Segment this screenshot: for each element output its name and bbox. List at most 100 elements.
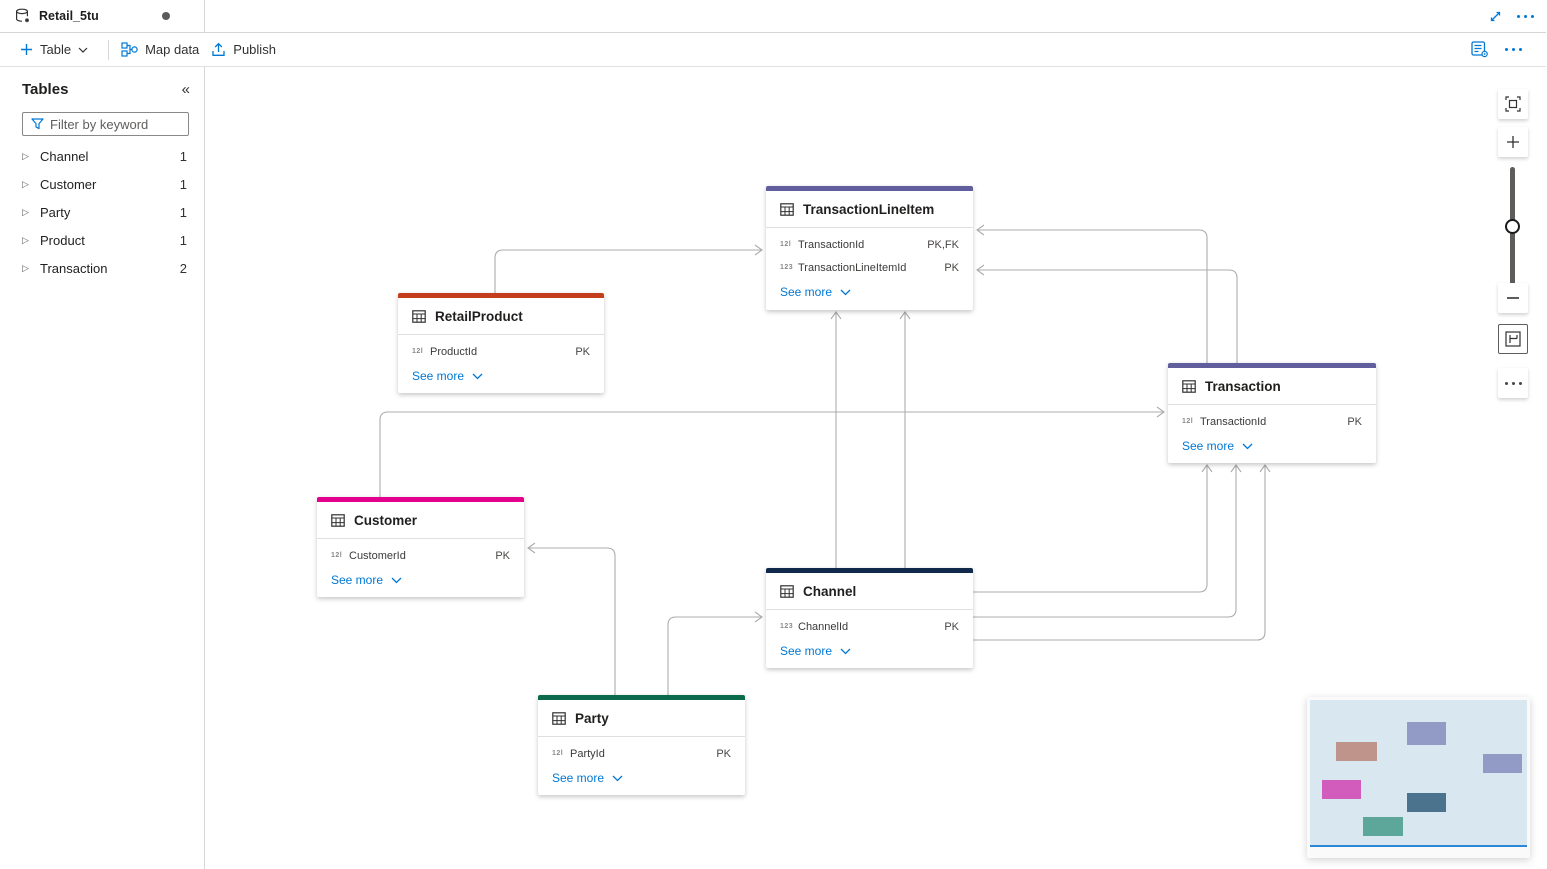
filter-input[interactable] (50, 116, 180, 132)
more-icon (1504, 381, 1522, 385)
relationship-transaction-to-transactionlineitem[interactable] (976, 264, 1238, 363)
zoom-in-button[interactable] (1498, 127, 1528, 157)
entity-retailproduct[interactable]: RetailProduct 12l ProductId PK See more (398, 293, 604, 393)
relationship-retailproduct-to-transactionlineitem[interactable] (494, 244, 763, 293)
chevron-down-icon (391, 577, 402, 583)
tab-strip: Retail_5tu (0, 0, 1546, 33)
field-row[interactable]: 12l TransactionId PK,FK (766, 233, 973, 256)
table-grid-icon (780, 584, 794, 598)
see-more-link[interactable]: See more (317, 567, 524, 587)
tab-retail-5tu[interactable]: Retail_5tu (0, 0, 205, 32)
field-key-badge: PK (716, 747, 731, 760)
entity-transactionlineitem[interactable]: TransactionLineItem 12l TransactionId PK… (766, 186, 973, 310)
table-grid-icon (412, 309, 426, 323)
see-more-link[interactable]: See more (538, 765, 745, 785)
field-name: ProductId (430, 345, 478, 358)
tables-sidebar: Tables « ▷ Channel 1 ▷ Customer 1 ▷ Part… (0, 67, 205, 869)
fit-to-screen-button[interactable] (1498, 89, 1528, 119)
minimap-toggle-button[interactable] (1498, 324, 1528, 354)
entity-customer[interactable]: Customer 12l CustomerId PK See more (317, 497, 524, 597)
relationship-channel-to-transactionlineitem[interactable] (830, 311, 842, 568)
relationship-channel-to-transaction[interactable] (973, 464, 1242, 618)
entity-title: RetailProduct (435, 308, 523, 324)
sidebar-item-party[interactable]: ▷ Party 1 (0, 198, 204, 226)
plus-icon (21, 44, 32, 55)
field-row[interactable]: 123 ChannelId PK (766, 615, 973, 638)
field-key-badge: PK (944, 261, 959, 274)
expand-chevron-icon[interactable]: ▷ (22, 178, 29, 189)
tab-more-icon[interactable] (1517, 14, 1534, 18)
relationship-customer-to-transaction[interactable] (379, 406, 1165, 497)
see-more-link[interactable]: See more (398, 363, 604, 383)
field-row[interactable]: 12l ProductId PK (398, 340, 604, 363)
toolbar-separator (108, 39, 110, 60)
relationship-channel-to-transaction[interactable] (973, 464, 1271, 641)
table-name: Channel (40, 148, 89, 164)
field-row[interactable]: 123 TransactionLineItemId PK (766, 256, 973, 279)
expand-icon[interactable] (1488, 9, 1503, 24)
minimap-table-rect (1407, 722, 1446, 745)
tab-title: Retail_5tu (39, 9, 99, 23)
entity-fields: 123 ChannelId PK (766, 610, 973, 638)
datatype-icon: 12l (331, 552, 343, 559)
fit-to-screen-icon (1505, 96, 1521, 112)
sidebar-title: Tables (22, 81, 69, 98)
relationship-channel-to-transactionlineitem[interactable] (899, 311, 911, 568)
field-name: TransactionId (798, 238, 865, 251)
publish-button[interactable]: Publish (209, 37, 286, 63)
table-name: Customer (40, 176, 97, 192)
minimap[interactable] (1307, 697, 1530, 858)
entity-transaction[interactable]: Transaction 12l TransactionId PK See mor… (1168, 363, 1376, 463)
zoom-slider-handle[interactable] (1505, 219, 1520, 234)
entity-fields: 12l CustomerId PK (317, 539, 524, 567)
table-count: 1 (179, 232, 187, 248)
relationship-channel-to-transaction[interactable] (973, 464, 1213, 593)
collapse-sidebar-icon[interactable]: « (181, 81, 190, 98)
relationship-party-to-channel[interactable] (667, 611, 763, 695)
datatype-icon: 123 (780, 264, 794, 271)
entity-header: Channel (766, 573, 973, 610)
minimap-table-rect (1407, 793, 1446, 812)
entity-channel[interactable]: Channel 123 ChannelId PK See more (766, 568, 973, 668)
minus-icon (1507, 297, 1519, 299)
entity-header: Party (538, 700, 745, 737)
relationship-transaction-to-transactionlineitem[interactable] (976, 224, 1208, 363)
sidebar-item-transaction[interactable]: ▷ Transaction 2 (0, 254, 204, 282)
zoom-out-button[interactable] (1498, 283, 1528, 313)
entity-title: Customer (354, 512, 418, 528)
minimap-table-rect (1363, 817, 1403, 836)
field-row[interactable]: 12l PartyId PK (538, 742, 745, 765)
see-more-label: See more (1182, 439, 1235, 453)
toolbar-more-icon[interactable] (1505, 48, 1522, 51)
entity-header: Transaction (1168, 368, 1376, 405)
tables-list: ▷ Channel 1 ▷ Customer 1 ▷ Party 1 ▷ Pro… (0, 142, 204, 282)
sidebar-item-customer[interactable]: ▷ Customer 1 (0, 170, 204, 198)
table-count: 1 (179, 148, 187, 164)
field-key-badge: PK (575, 345, 590, 358)
entity-color-bar (766, 186, 973, 191)
chevron-down-icon (472, 373, 483, 379)
see-more-link[interactable]: See more (1168, 433, 1376, 453)
relationship-party-to-customer[interactable] (527, 542, 616, 695)
field-row[interactable]: 12l TransactionId PK (1168, 410, 1376, 433)
map-data-button[interactable]: Map data (119, 37, 209, 63)
expand-chevron-icon[interactable]: ▷ (22, 150, 29, 161)
minimap-table-rect (1483, 754, 1522, 773)
sidebar-item-product[interactable]: ▷ Product 1 (0, 226, 204, 254)
properties-icon[interactable] (1471, 41, 1489, 58)
entity-color-bar (538, 695, 745, 700)
see-more-link[interactable]: See more (766, 638, 973, 658)
sidebar-item-channel[interactable]: ▷ Channel 1 (0, 142, 204, 170)
table-button[interactable]: Table (18, 37, 98, 63)
expand-chevron-icon[interactable]: ▷ (22, 262, 29, 273)
see-more-link[interactable]: See more (766, 279, 973, 299)
field-row[interactable]: 12l CustomerId PK (317, 544, 524, 567)
entity-party[interactable]: Party 12l PartyId PK See more (538, 695, 745, 795)
expand-chevron-icon[interactable]: ▷ (22, 234, 29, 245)
expand-chevron-icon[interactable]: ▷ (22, 206, 29, 217)
canvas-more-button[interactable] (1498, 368, 1528, 398)
table-name: Party (40, 204, 71, 220)
